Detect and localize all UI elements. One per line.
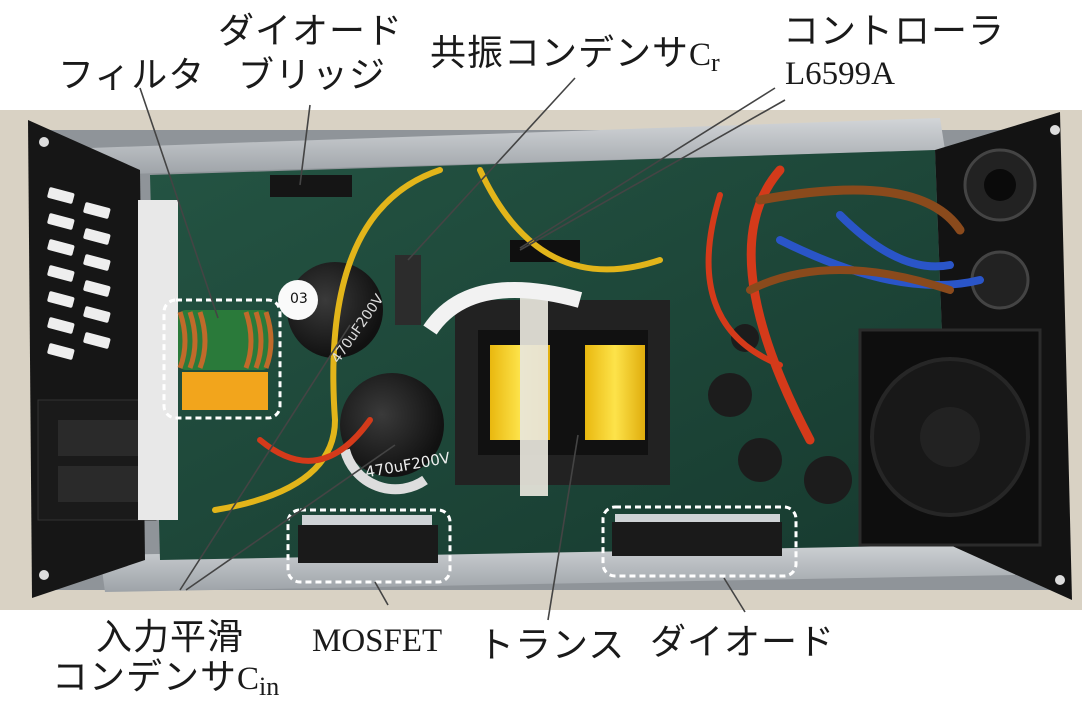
transformer-component	[423, 282, 670, 496]
number-tag: 03	[290, 291, 308, 307]
label-input-capacitor-line1: 入力平滑	[96, 617, 245, 658]
output-capacitors	[708, 324, 852, 504]
label-resonant-capacitor: 共振コンデンサCr	[430, 33, 720, 76]
label-controller-line1: コントローラ	[783, 11, 1006, 52]
wires	[212, 165, 984, 513]
mosfet-component	[286, 508, 452, 584]
label-diode-bridge-line2: ブリッジ	[238, 55, 387, 96]
label-filter: フィルタ	[58, 55, 206, 96]
label-input-capacitor-subscript: in	[259, 672, 280, 701]
ribbon	[138, 200, 178, 520]
label-diode-bridge-line1: ダイオード	[218, 11, 404, 52]
left-end-plate	[28, 120, 157, 598]
resonant-cap-component	[395, 255, 421, 325]
diode-bridge-component	[270, 175, 352, 197]
label-diode: ダイオード	[650, 622, 836, 663]
label-input-capacitor-symbol: C	[237, 661, 260, 697]
diode-component	[601, 505, 798, 578]
filter-component	[162, 298, 282, 420]
label-resonant-capacitor-subscript: r	[711, 48, 720, 77]
right-end-plate	[858, 112, 1072, 600]
label-resonant-capacitor-symbol: C	[689, 37, 712, 73]
label-input-capacitor-line2: コンデンサCin	[52, 657, 279, 700]
leader-lines	[139, 77, 786, 621]
label-resonant-capacitor-text: 共振コンデンサ	[430, 33, 690, 74]
label-input-capacitor-text: コンデンサ	[52, 657, 238, 698]
label-controller-line2: L6599A	[785, 56, 895, 92]
label-mosfet: MOSFET	[312, 623, 443, 659]
label-transformer: トランス	[478, 625, 626, 666]
